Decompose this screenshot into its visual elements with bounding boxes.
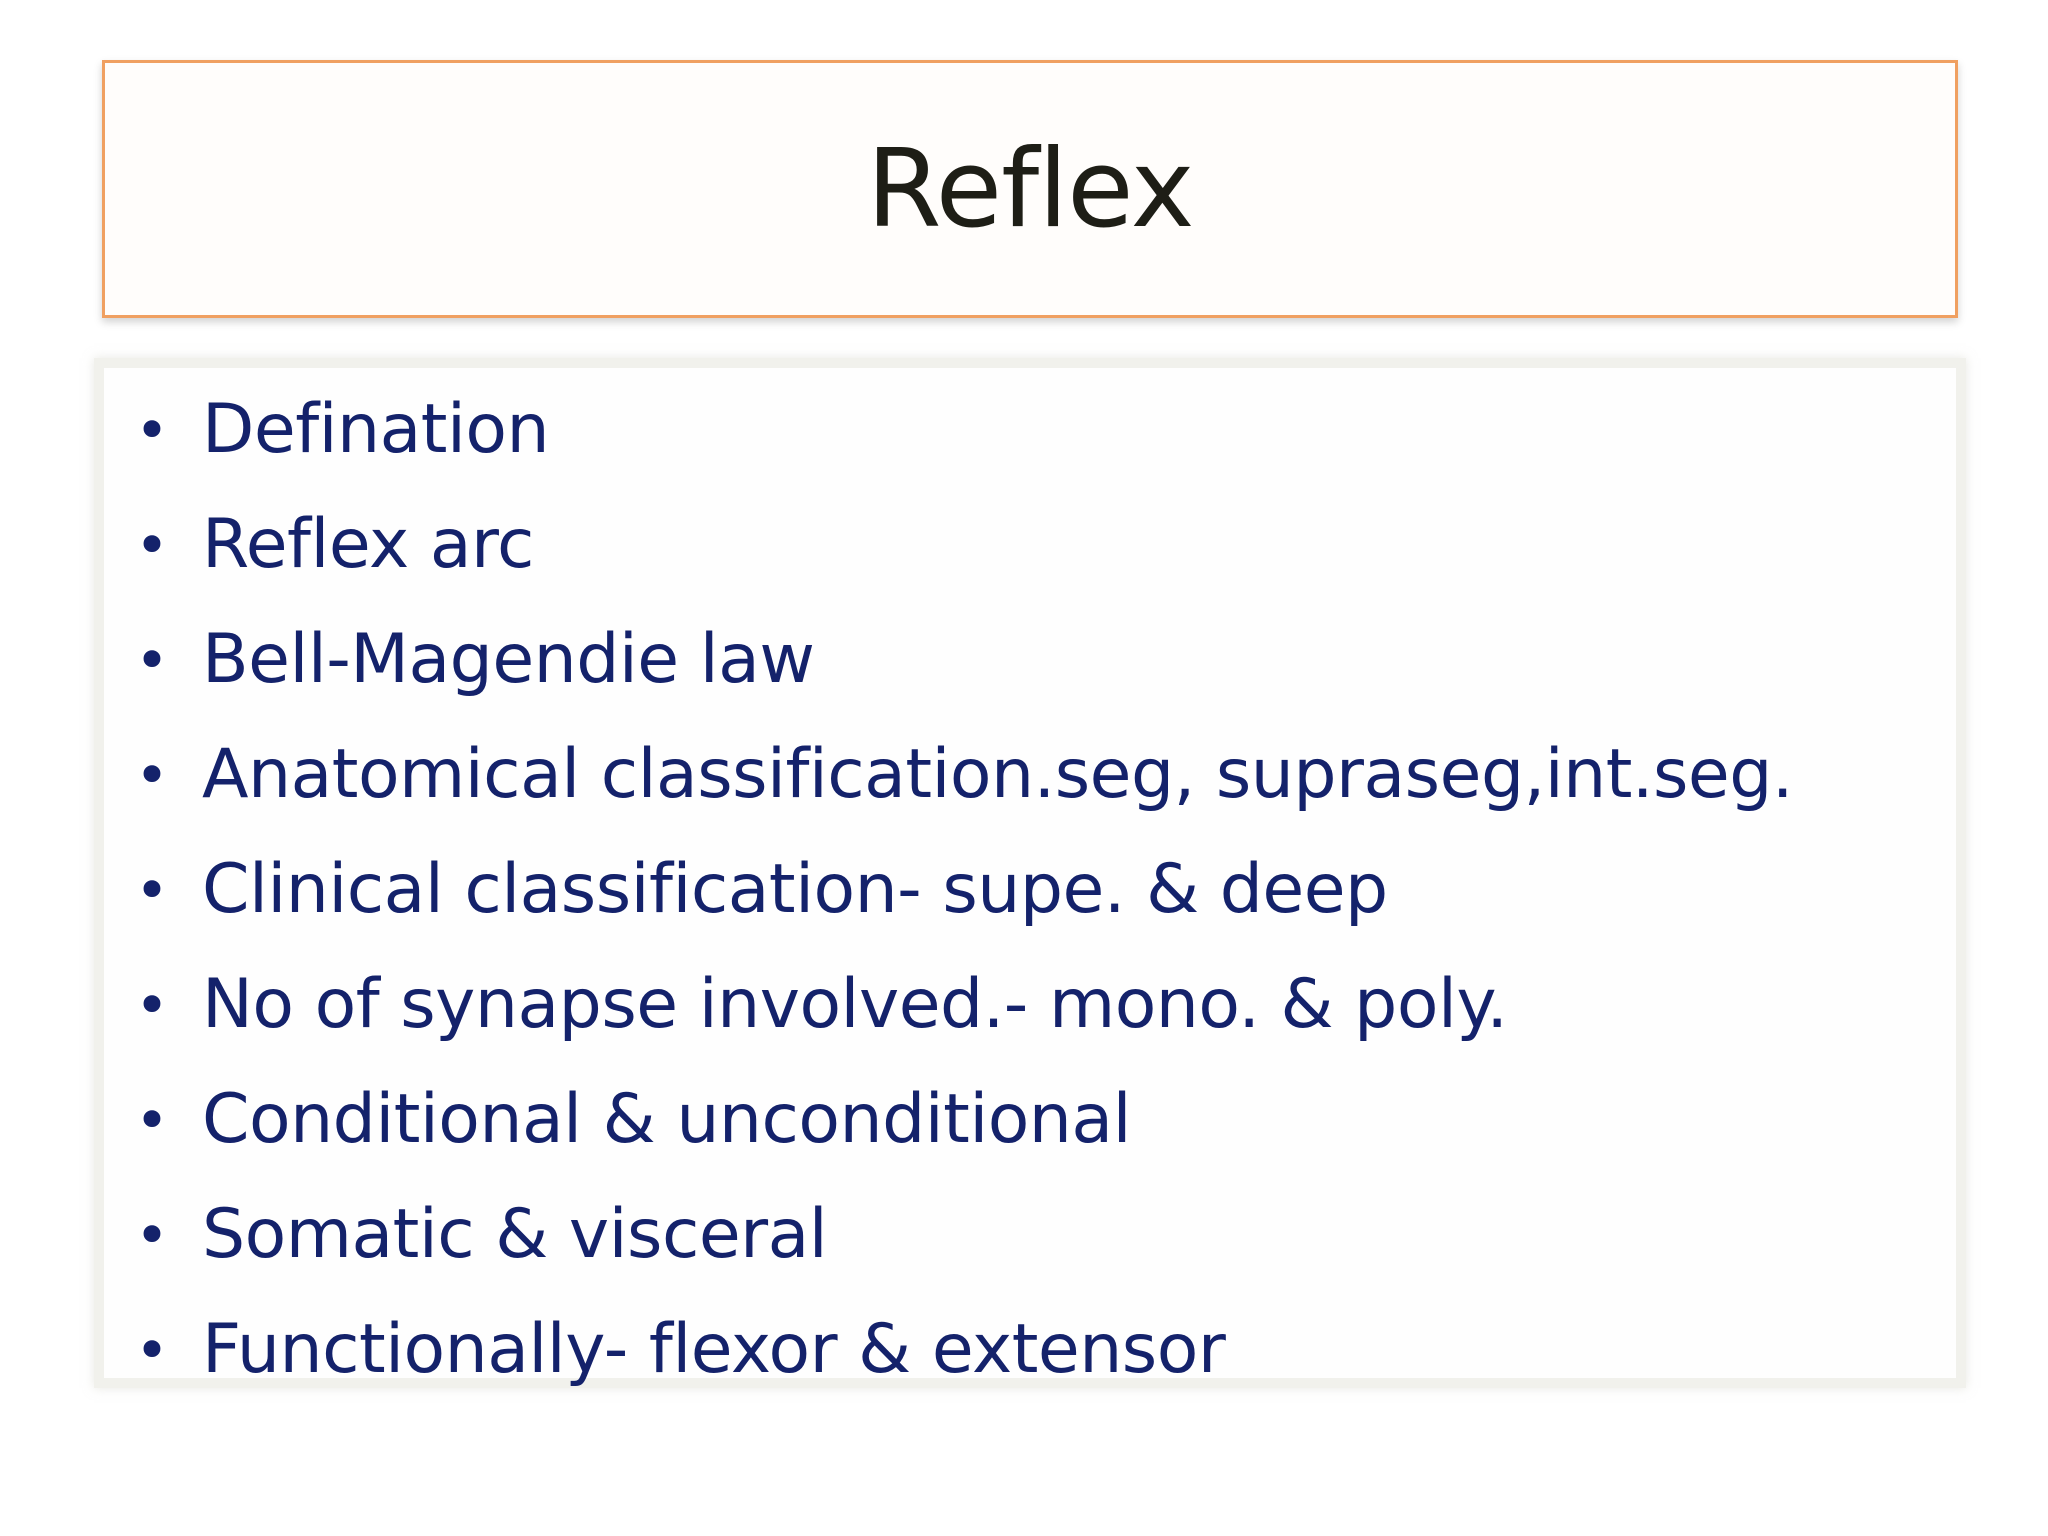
bullet-marker: • [134,626,170,694]
bullet-marker: • [134,1316,170,1384]
bullet-marker: • [134,741,170,809]
content-placeholder[interactable]: • Defination • Reflex arc • Bell-Magendi… [94,358,1966,1388]
bullet-text: Clinical classification- supe. & deep [202,850,1388,929]
bullet-text: Anatomical classification.seg, supraseg,… [202,735,1794,814]
bullet-text: Reflex arc [202,505,534,584]
bullet-marker: • [134,396,170,464]
bullet-marker: • [134,856,170,924]
bullet-text: No of synapse involved.- mono. & poly. [202,965,1508,1044]
bullet-text: Defination [202,390,550,469]
bullet-text: Bell-Magendie law [202,620,815,699]
title-placeholder[interactable]: Reflex [102,60,1958,318]
bullet-text: Functionally- flexor & extensor [202,1310,1226,1389]
bullet-marker: • [134,1086,170,1154]
bullet-text: Conditional & unconditional [202,1080,1131,1159]
slide-title: Reflex [866,127,1194,252]
bullet-marker: • [134,971,170,1039]
bullet-marker: • [134,511,170,579]
bullet-text: Somatic & visceral [202,1195,828,1274]
bullet-marker: • [134,1201,170,1269]
